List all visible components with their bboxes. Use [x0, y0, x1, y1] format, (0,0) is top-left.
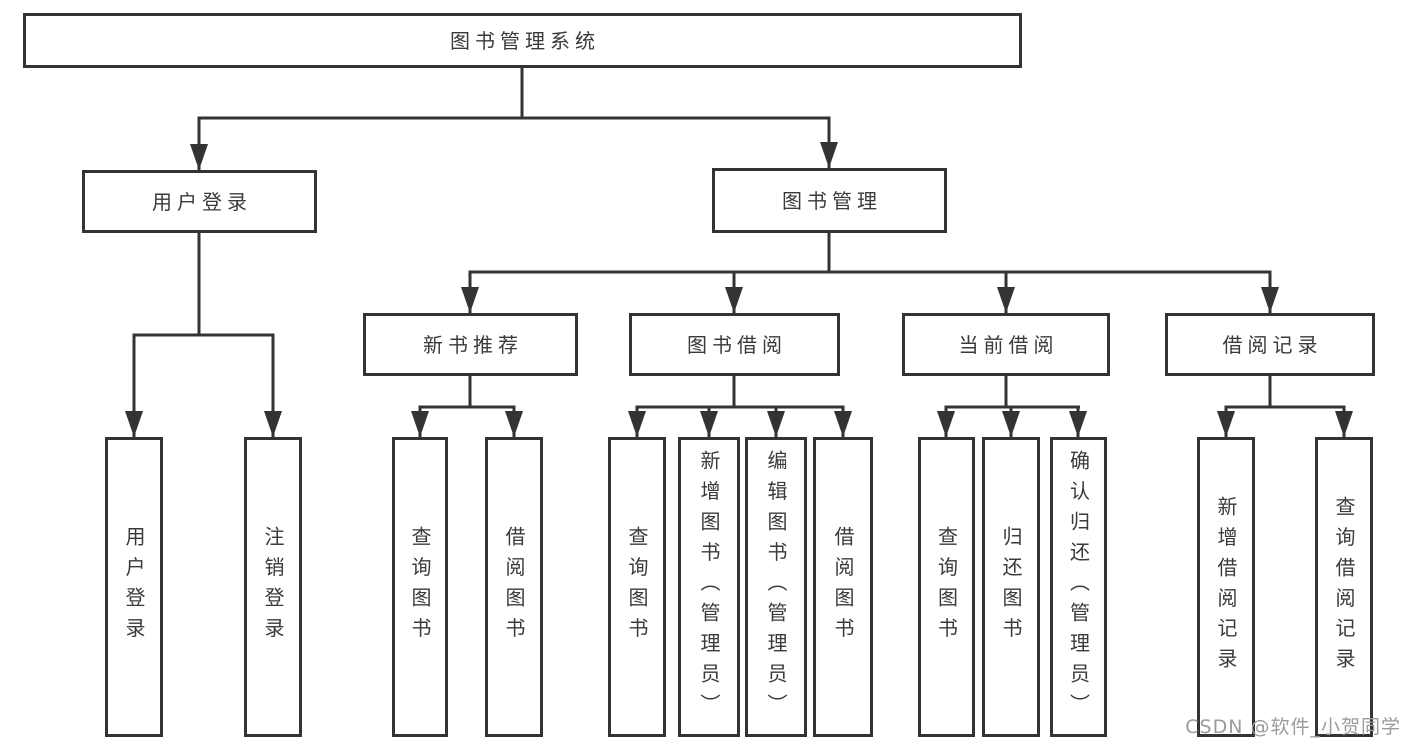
node-label: 借阅图书: [831, 526, 855, 648]
leaf-add-book-admin: 新增图书（管理员）: [678, 437, 740, 737]
leaf-borrow-books: 借阅图书: [813, 437, 873, 737]
node-label: 借阅记录: [1222, 332, 1323, 357]
node-label: 当前借阅: [958, 332, 1059, 357]
node-label: 借阅图书: [502, 526, 526, 648]
node-label: 新书推荐: [423, 332, 523, 357]
leaf-user-login: 用户登录: [105, 437, 163, 737]
node-library-management-system: 图书管理系统: [23, 13, 1022, 68]
leaf-query-borrow-record: 查询借阅记录: [1315, 437, 1373, 737]
node-label: 查询图书: [934, 526, 959, 648]
node-new-book-recommend: 新书推荐: [363, 313, 578, 376]
node-borrowing-records: 借阅记录: [1165, 313, 1375, 376]
leaf-query-books-borrow: 查询图书: [608, 437, 666, 737]
leaf-borrow-books-recommend: 借阅图书: [485, 437, 543, 737]
node-label: 图书管理: [782, 188, 882, 213]
node-label: 新增借阅记录: [1214, 495, 1238, 679]
node-label: 查询图书: [408, 526, 432, 648]
leaf-edit-book-admin: 编辑图书（管理员）: [745, 437, 807, 737]
node-label: 确认归还（管理员）: [1066, 450, 1091, 724]
node-label: 图书借阅: [687, 332, 787, 357]
csdn-watermark: CSDN @软件_小贺同学: [1185, 716, 1401, 738]
node-current-borrowing: 当前借阅: [902, 313, 1110, 376]
node-label: 注销登录: [261, 526, 285, 648]
leaf-add-borrow-record: 新增借阅记录: [1197, 437, 1255, 737]
leaf-logout: 注销登录: [244, 437, 302, 737]
leaf-query-books-recommend: 查询图书: [392, 437, 448, 737]
node-label: 归还图书: [999, 526, 1023, 648]
node-book-borrowing: 图书借阅: [629, 313, 840, 376]
node-label: 图书管理系统: [450, 28, 600, 53]
leaf-confirm-return-admin: 确认归还（管理员）: [1050, 437, 1107, 737]
node-label: 用户登录: [152, 189, 252, 214]
node-label: 编辑图书（管理员）: [764, 450, 788, 724]
node-user-login: 用户登录: [82, 170, 317, 233]
node-label: 用户登录: [122, 526, 146, 648]
node-label: 新增图书（管理员）: [697, 450, 721, 724]
node-label: 查询借阅记录: [1332, 495, 1356, 679]
node-book-management: 图书管理: [712, 168, 947, 233]
leaf-return-book: 归还图书: [982, 437, 1040, 737]
node-label: 查询图书: [625, 526, 649, 648]
leaf-query-books-current: 查询图书: [918, 437, 975, 737]
